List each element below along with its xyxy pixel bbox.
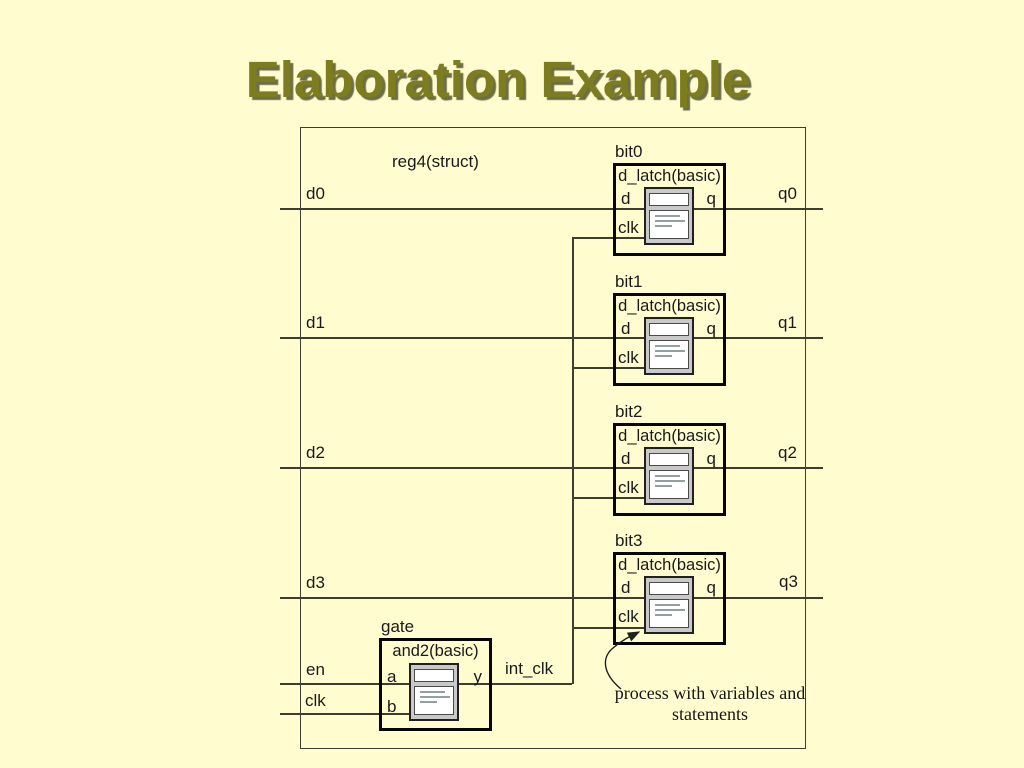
input-label-en: en — [306, 660, 325, 679]
latch-bit2-component-name: d_latch(basic) — [618, 427, 721, 445]
input-label-d3: d3 — [306, 573, 325, 592]
process-icon — [644, 187, 694, 245]
latch-bit1-port-d: d — [621, 319, 631, 338]
latch-bit3: bit3 d_latch(basic) d q clk — [613, 531, 726, 645]
latch-bit0-instance-label: bit0 — [615, 142, 643, 161]
latch-bit1-instance-label: bit1 — [615, 272, 643, 291]
wire-d2-q2 — [280, 467, 823, 469]
latch-bit1-port-clk: clk — [618, 348, 639, 367]
latch-bit3-instance-label: bit3 — [615, 531, 643, 550]
latch-bit0-component-name: d_latch(basic) — [618, 167, 721, 185]
gate-port-y: y — [473, 667, 483, 686]
latch-bit2-port-clk: clk — [618, 478, 639, 497]
wire-clk-b — [280, 713, 440, 715]
process-icon-statements — [414, 686, 454, 715]
process-icon — [644, 317, 694, 375]
latch-bit0-port-clk: clk — [618, 218, 639, 237]
latch-bit2-port-d: d — [621, 449, 631, 468]
process-icon-statements — [649, 210, 689, 239]
process-icon — [644, 447, 694, 505]
wire-d0-q0 — [280, 208, 823, 210]
latch-bit1-box — [613, 293, 726, 386]
gate-port-b: b — [387, 697, 397, 716]
annotation-line1: process with variables and — [614, 683, 806, 703]
process-icon-title-bar — [649, 453, 689, 466]
latch-bit2: bit2 d_latch(basic) d q clk — [613, 402, 726, 516]
slide-title: Elaboration Example — [245, 51, 751, 108]
input-label-clk: clk — [305, 691, 326, 710]
process-icon — [409, 663, 459, 721]
wire-intclk-riser — [572, 237, 574, 684]
wire-intclk-bit0-clk — [572, 237, 660, 239]
latch-bit2-instance-label: bit2 — [615, 402, 643, 421]
gate-component-name: and2(basic) — [392, 642, 479, 660]
process-icon-statements — [649, 470, 689, 499]
latch-bit2-port-q: q — [706, 449, 716, 468]
input-label-d2: d2 — [306, 443, 325, 462]
latch-bit3-port-d: d — [621, 578, 631, 597]
process-icon-title-bar — [649, 323, 689, 336]
wire-intclk-bit1-clk — [572, 367, 660, 369]
input-label-d1: d1 — [306, 313, 325, 332]
gate-port-a: a — [387, 667, 397, 686]
output-label-q0: q0 — [778, 184, 797, 203]
process-icon-statements — [649, 599, 689, 628]
wire-intclk-bit2-clk — [572, 497, 660, 499]
latch-bit3-port-q: q — [706, 578, 716, 597]
latch-bit0-port-q: q — [706, 189, 716, 208]
output-label-q3: q3 — [779, 572, 798, 591]
wire-d1-q1 — [280, 337, 823, 339]
latch-bit0: bit0 d_latch(basic) d q clk — [613, 142, 726, 256]
output-label-q2: q2 — [778, 443, 797, 462]
latch-bit3-component-name: d_latch(basic) — [618, 556, 721, 574]
gate-instance-label: gate — [381, 617, 415, 636]
annotation-process-note: process with variables and statements — [560, 683, 860, 725]
latch-bit1: bit1 d_latch(basic) d q clk — [613, 272, 726, 386]
reg4-architecture-box — [300, 127, 806, 749]
process-icon-title-bar — [414, 669, 454, 682]
wire-intclk-bit3-clk — [572, 627, 660, 629]
latch-bit3-port-clk: clk — [618, 607, 639, 626]
process-icon-title-bar — [649, 193, 689, 206]
process-icon-title-bar — [649, 582, 689, 595]
input-label-d0: d0 — [306, 184, 325, 203]
latch-bit2-box — [613, 423, 726, 516]
gate-box — [379, 638, 492, 731]
latch-bit0-port-d: d — [621, 189, 631, 208]
output-label-q1: q1 — [778, 313, 797, 332]
annotation-line2: statements — [672, 704, 748, 724]
process-icon-statements — [649, 340, 689, 369]
wire-d3-q3 — [280, 597, 823, 599]
latch-bit3-box — [613, 552, 726, 645]
latch-bit1-port-q: q — [706, 319, 716, 338]
reg4-instance-label: reg4(struct) — [392, 152, 479, 171]
latch-bit0-box — [613, 163, 726, 256]
process-icon — [644, 576, 694, 634]
net-label-int-clk: int_clk — [505, 659, 554, 678]
gate-and2: gate and2(basic) a b y — [379, 617, 492, 731]
latch-bit1-component-name: d_latch(basic) — [618, 297, 721, 315]
